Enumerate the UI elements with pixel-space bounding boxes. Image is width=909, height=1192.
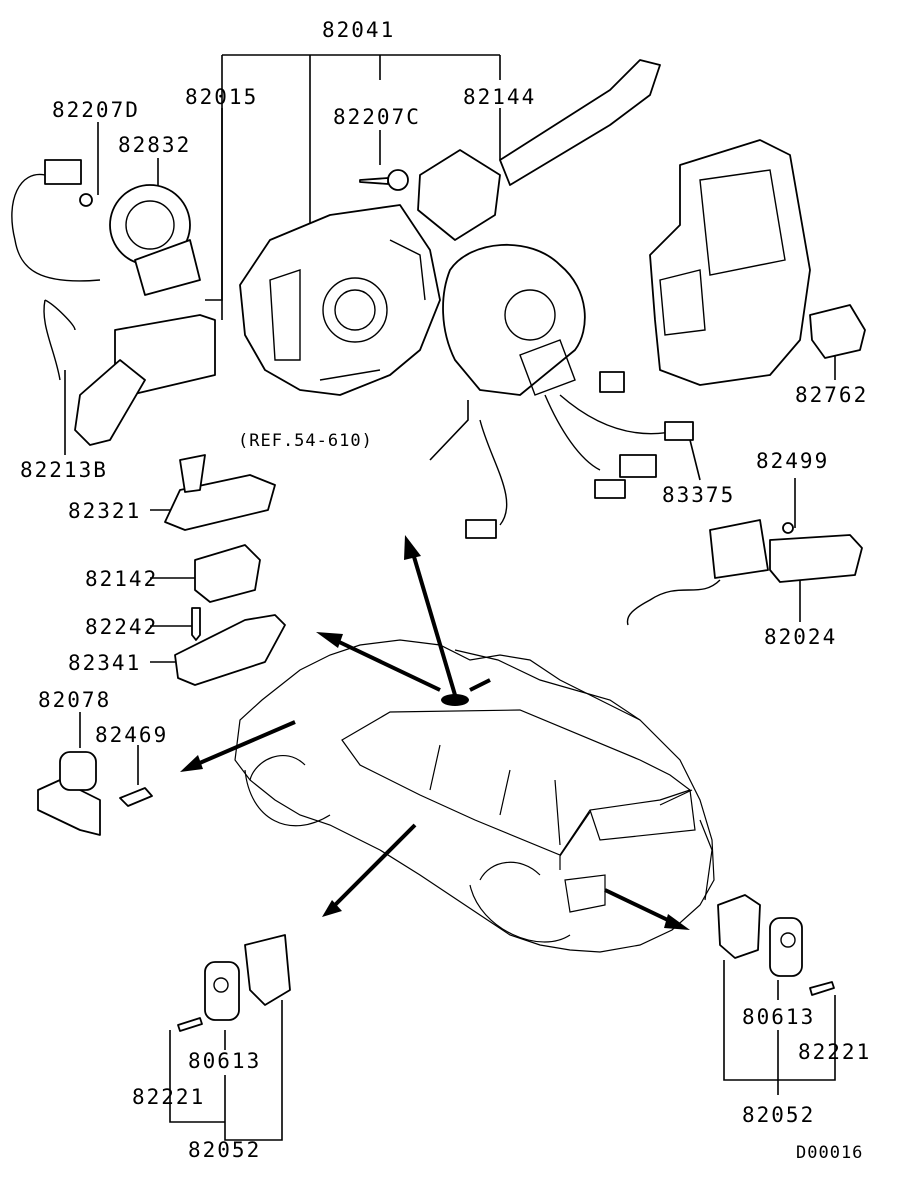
label-82832: 82832 [118,133,191,157]
label-82221-right: 82221 [798,1040,871,1064]
leader-lines [64,54,836,1141]
label-82052-left: 82052 [188,1138,261,1162]
label-82078: 82078 [38,688,111,712]
combination-switch-assembly [239,204,441,396]
wiper-lever [417,59,661,241]
label-82144: 82144 [463,85,536,109]
spiral-cable-82832 [11,159,201,296]
label-82041: 82041 [322,18,395,42]
junction-block [649,139,866,386]
reference-label: (REF.54-610) [238,431,373,451]
label-82341: 82341 [68,651,141,675]
label-82052-right: 82052 [742,1103,815,1127]
switch-82078 [37,751,101,836]
location-arrows [180,535,690,930]
label-82024: 82024 [764,625,837,649]
label-82499: 82499 [756,449,829,473]
label-80613-right: 80613 [742,1005,815,1029]
door-switch-right [717,894,835,996]
label-82321: 82321 [68,499,141,523]
label-82207D: 82207D [52,98,140,122]
door-switch-left [177,934,291,1032]
screw-82207C [359,169,409,191]
label-82207C: 82207C [333,105,421,129]
label-82221-left: 82221 [132,1085,205,1109]
label-80613-left: 80613 [188,1049,261,1073]
light-lever-82015 [43,299,216,446]
label-82242: 82242 [85,615,158,639]
label-82762: 82762 [795,383,868,407]
label-82213B: 82213B [20,458,108,482]
cover-82341 [174,614,286,686]
screw-82242 [191,607,201,641]
bracket-82321 [164,454,276,531]
clock-spring [442,244,694,539]
vehicle-outline [234,639,715,953]
label-83375: 83375 [662,483,735,507]
label-82015: 82015 [185,85,258,109]
label-82469: 82469 [95,723,168,747]
bolt-82469 [119,787,153,807]
diagram-code: D00016 [796,1143,863,1163]
sensor-82142 [194,544,261,603]
label-82142: 82142 [85,567,158,591]
sensor-82024 [626,519,863,626]
part-labels: 82041 82015 82207C 82144 82207D 82832 82… [20,18,871,1163]
